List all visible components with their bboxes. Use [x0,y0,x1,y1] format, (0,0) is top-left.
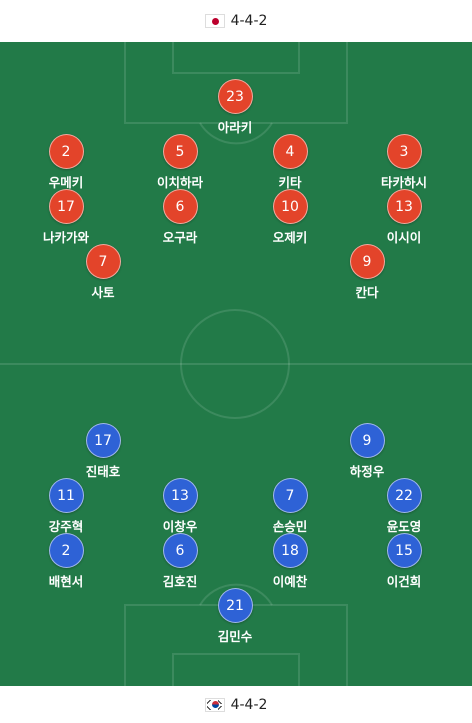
home-player-def-2[interactable]: 5 이치하라 [135,134,225,191]
player-number-badge: 4 [272,134,308,169]
home-player-def-1[interactable]: 2 우메키 [21,134,111,191]
bottom-team-formation: 4-4-2 [230,696,268,713]
player-name: 배현서 [48,574,84,589]
player-number-badge: 7 [272,478,308,513]
home-player-def-3[interactable]: 4 키타 [245,134,335,191]
player-name: 우메키 [48,175,84,190]
player-name: 칸다 [355,285,379,300]
player-name: 김민수 [217,629,253,644]
player-number-badge: 6 [162,189,198,224]
player-number-badge: 17 [85,423,121,458]
player-name: 이창우 [162,519,198,534]
player-name: 아라키 [217,120,253,135]
football-pitch: 23 아라키 2 우메키 5 이치하라 4 키타 3 타카하시 17 나카가와 … [0,42,472,686]
top-team-formation: 4-4-2 [230,13,268,29]
player-name: 오제키 [272,230,308,245]
japan-flag-icon [204,14,225,28]
home-player-mid-4[interactable]: 13 이시이 [359,189,449,246]
player-name: 사토 [91,285,115,300]
player-number-badge: 7 [85,244,121,279]
player-name: 윤도영 [386,519,422,534]
player-number-badge: 23 [217,79,253,114]
player-number-badge: 2 [48,134,84,169]
player-number-badge: 22 [386,478,422,513]
player-number-badge: 2 [48,533,84,568]
home-player-mid-3[interactable]: 10 오제키 [245,189,335,246]
player-number-badge: 10 [272,189,308,224]
player-name: 이시이 [386,230,422,245]
player-number-badge: 11 [48,478,84,513]
player-name: 이예찬 [272,574,308,589]
player-name: 강주혁 [48,519,84,534]
home-player-fwd-1[interactable]: 7 사토 [58,244,148,301]
player-name: 이건희 [386,574,422,589]
player-number-badge: 5 [162,134,198,169]
player-number-badge: 9 [349,423,385,458]
top-team-header: 4-4-2 [0,0,472,42]
away-player-def-4[interactable]: 15 이건희 [359,533,449,590]
player-number-badge: 17 [48,189,84,224]
player-number-badge: 6 [162,533,198,568]
away-player-def-3[interactable]: 18 이예찬 [245,533,335,590]
player-name: 진태호 [85,464,121,479]
player-number-badge: 21 [217,588,253,623]
away-player-mid-4[interactable]: 22 윤도영 [359,478,449,535]
player-name: 이치하라 [156,175,203,190]
home-player-mid-2[interactable]: 6 오구라 [135,189,225,246]
away-player-mid-2[interactable]: 13 이창우 [135,478,225,535]
player-name: 김호진 [162,574,198,589]
home-player-gk[interactable]: 23 아라키 [190,79,280,136]
player-name: 키타 [278,175,302,190]
away-player-def-2[interactable]: 6 김호진 [135,533,225,590]
player-number-badge: 13 [386,189,422,224]
player-number-badge: 3 [386,134,422,169]
player-number-badge: 15 [386,533,422,568]
korea-flag-icon [204,697,225,712]
player-name: 하정우 [349,464,385,479]
bottom-team-header: 4-4-2 [0,686,472,723]
home-player-def-4[interactable]: 3 타카하시 [359,134,449,191]
home-player-mid-1[interactable]: 17 나카가와 [21,189,111,246]
player-name: 오구라 [162,230,198,245]
away-player-mid-3[interactable]: 7 손승민 [245,478,335,535]
home-player-fwd-2[interactable]: 9 칸다 [322,244,412,301]
away-player-fwd-1[interactable]: 17 진태호 [58,423,148,480]
player-name: 타카하시 [380,175,427,190]
player-name: 나카가와 [42,230,89,245]
player-number-badge: 13 [162,478,198,513]
away-player-mid-1[interactable]: 11 강주혁 [21,478,111,535]
player-number-badge: 9 [349,244,385,279]
away-player-fwd-2[interactable]: 9 하정우 [322,423,412,480]
player-number-badge: 18 [272,533,308,568]
away-player-def-1[interactable]: 2 배현서 [21,533,111,590]
away-player-gk[interactable]: 21 김민수 [190,588,280,645]
player-name: 손승민 [272,519,308,534]
